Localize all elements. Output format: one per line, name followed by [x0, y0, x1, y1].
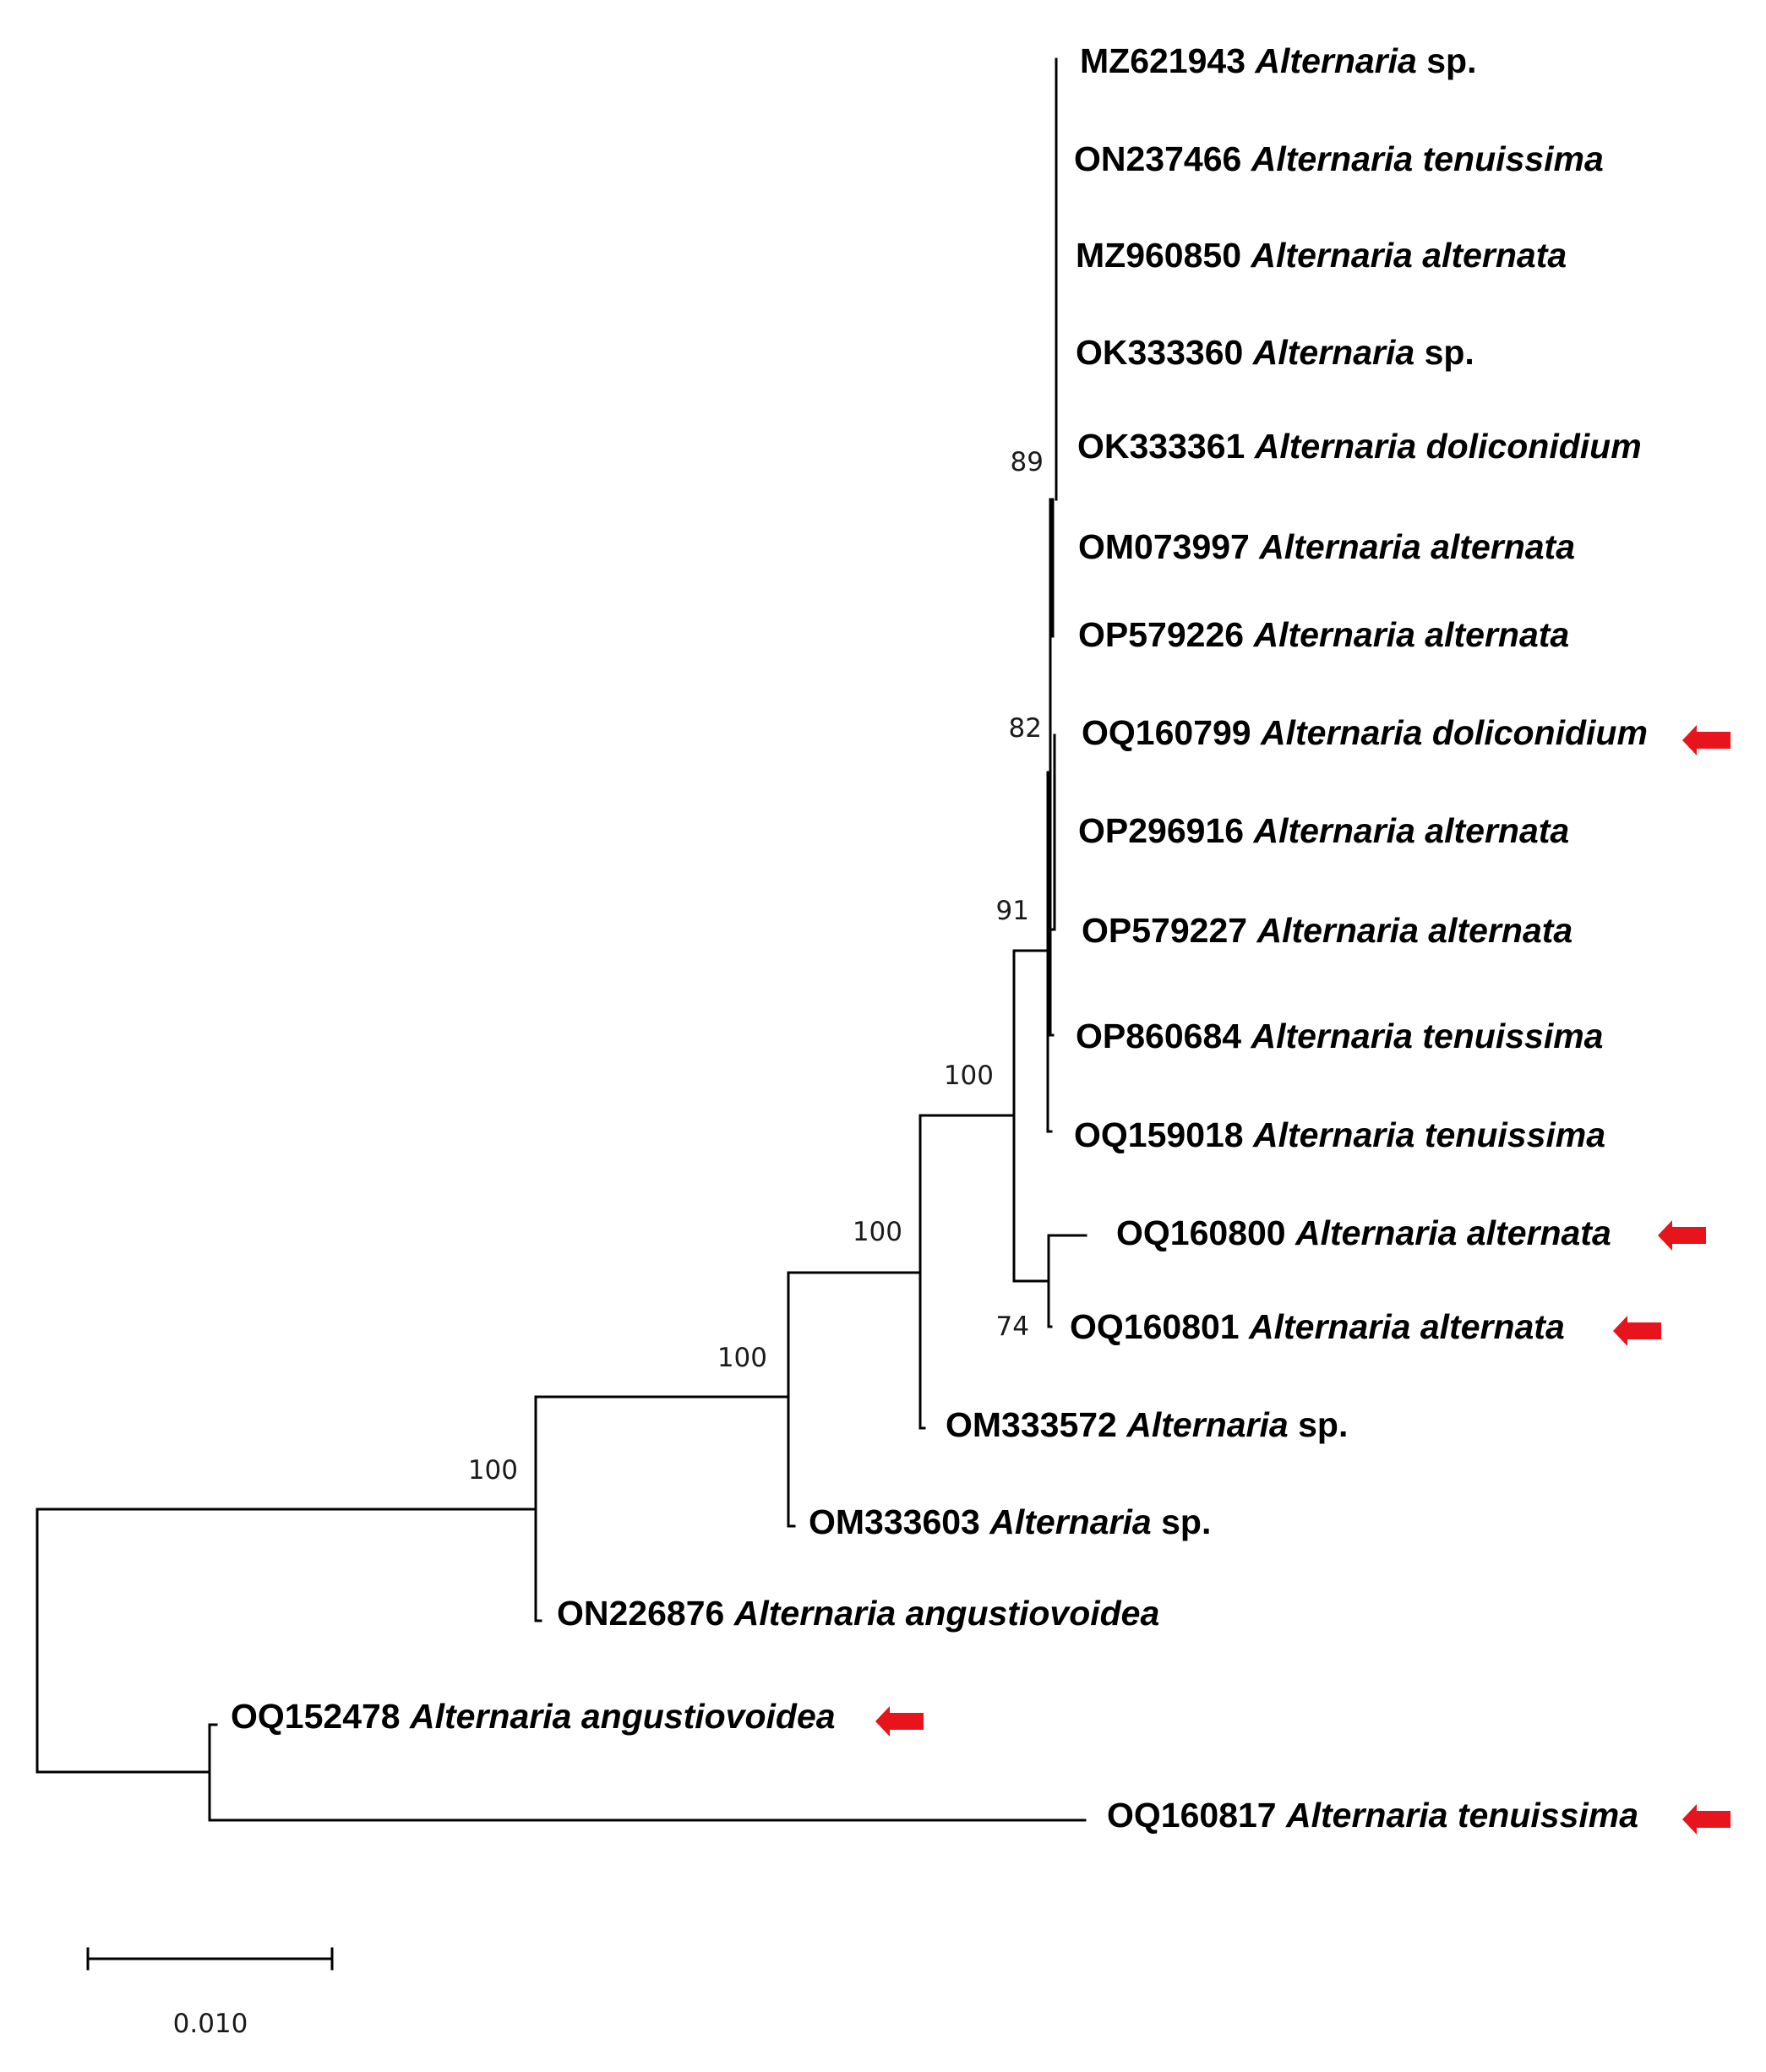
scale-bar-label: 0.010	[173, 2009, 248, 2039]
taxon-label: OP579226 Alternaria alternata	[1078, 615, 1569, 654]
bootstrap-label: 100	[468, 1455, 518, 1486]
taxon-label: OQ160817 Alternaria tenuissima	[1107, 1796, 1638, 1835]
bootstrap-label: 100	[944, 1061, 994, 1091]
taxon-label: OQ160801 Alternaria alternata	[1070, 1307, 1565, 1346]
red-arrow-icon	[1682, 725, 1731, 755]
taxon-label: MZ621943 Alternaria sp.	[1080, 41, 1477, 80]
bootstrap-label: 100	[853, 1217, 902, 1247]
taxon-label: ON226876 Alternaria angustiovoidea	[557, 1594, 1159, 1633]
bootstrap-label: 100	[717, 1343, 767, 1373]
red-arrow-icon	[875, 1706, 924, 1737]
taxon-label: OM333603 Alternaria sp.	[809, 1502, 1211, 1541]
taxon-label: MZ960850 Alternaria alternata	[1076, 236, 1567, 275]
taxon-label: OQ159018 Alternaria tenuissima	[1074, 1115, 1605, 1154]
taxon-label: OP860684 Alternaria tenuissima	[1076, 1017, 1604, 1055]
taxon-label: OP296916 Alternaria alternata	[1078, 811, 1569, 850]
bootstrap-label: 74	[996, 1311, 1029, 1342]
taxon-label: ON237466 Alternaria tenuissima	[1074, 139, 1604, 178]
scale-bar: 0.010	[86, 1947, 334, 2039]
bootstrap-label: 89	[1011, 447, 1044, 477]
bootstrap-values: 89 82 91 100 74 100 100 100	[468, 447, 1044, 1486]
taxon-label: OM073997 Alternaria alternata	[1078, 527, 1575, 566]
taxon-label: OP579227 Alternaria alternata	[1082, 911, 1573, 950]
bootstrap-label: 91	[996, 896, 1029, 926]
tree-branches	[35, 57, 1087, 1822]
taxon-label: OK333361 Alternaria doliconidium	[1077, 427, 1642, 466]
bootstrap-label: 82	[1009, 713, 1042, 744]
highlight-markers	[875, 725, 1731, 1835]
taxon-label: OQ152478 Alternaria angustiovoidea	[231, 1697, 836, 1736]
taxon-label: OQ160799 Alternaria doliconidium	[1082, 713, 1648, 752]
red-arrow-icon	[1613, 1316, 1661, 1346]
taxon-labels: MZ621943 Alternaria sp. ON237466 Alterna…	[231, 41, 1648, 1835]
red-arrow-icon	[1658, 1220, 1706, 1251]
red-arrow-icon	[1682, 1804, 1731, 1835]
taxon-label: OQ160800 Alternaria alternata	[1116, 1213, 1611, 1252]
taxon-label: OM333572 Alternaria sp.	[946, 1405, 1348, 1444]
taxon-label: OK333360 Alternaria sp.	[1076, 333, 1474, 372]
